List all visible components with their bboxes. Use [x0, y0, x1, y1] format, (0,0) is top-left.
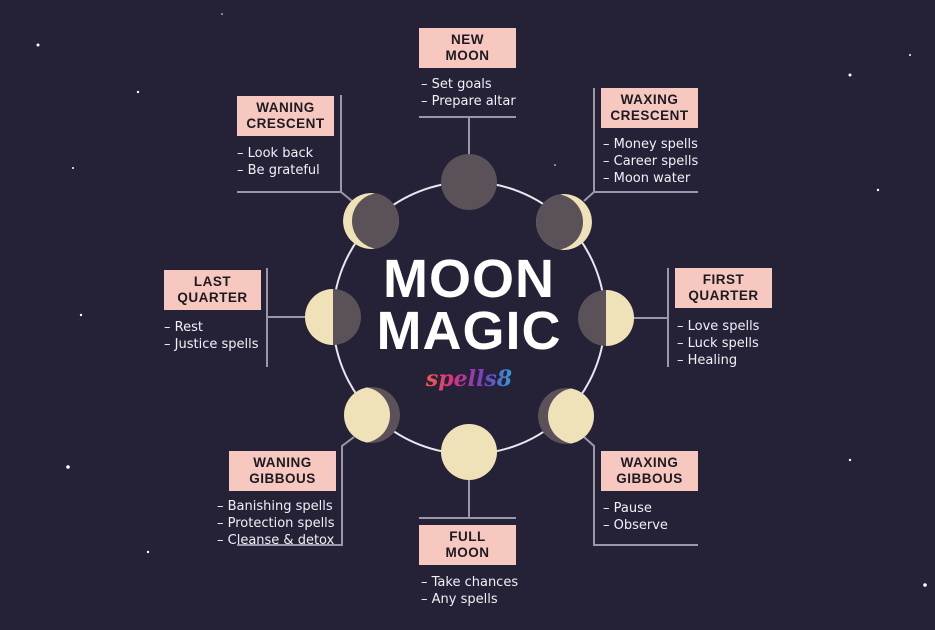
- list-item: Money spells: [603, 136, 698, 153]
- stars: [36, 13, 927, 587]
- label-line: WAXING: [620, 92, 679, 107]
- list-full-moon: Take chancesAny spells: [421, 574, 518, 608]
- moon-waning-crescent: [343, 193, 399, 249]
- list-first-quarter: Love spellsLuck spellsHealing: [677, 318, 760, 369]
- label-line: QUARTER: [688, 288, 759, 303]
- label-line: GIBBOUS: [616, 471, 683, 486]
- list-item: Protection spells: [217, 515, 335, 532]
- list-item: Pause: [603, 500, 668, 517]
- list-item: Banishing spells: [217, 498, 335, 515]
- list-item: Justice spells: [164, 336, 259, 353]
- label-line: FULL: [449, 529, 486, 544]
- moon-waning-gibbous: [344, 387, 400, 443]
- list-last-quarter: RestJustice spells: [164, 319, 259, 353]
- label-line: FIRST: [702, 272, 745, 287]
- label-line: LAST: [193, 274, 232, 289]
- moon-full: [441, 424, 497, 480]
- moon-new: [441, 154, 497, 210]
- label-line: QUARTER: [177, 290, 248, 305]
- moon-first-quarter: [578, 290, 634, 346]
- list-item: Healing: [677, 352, 759, 369]
- list-item: Prepare altar: [421, 93, 516, 110]
- list-item: Take chances: [421, 574, 518, 591]
- spells8-logo: spells8: [419, 366, 519, 392]
- label-line: WANING: [256, 100, 315, 115]
- list-waxing-gibbous: PauseObserve: [603, 500, 668, 534]
- list-item: Moon water: [603, 170, 698, 187]
- list-item: Luck spells: [677, 335, 759, 352]
- list-item: Career spells: [603, 153, 699, 170]
- list-item: Observe: [603, 517, 668, 534]
- list-item: Be grateful: [237, 162, 320, 179]
- moon-waxing-crescent: [536, 194, 592, 250]
- title-line2: MAGIC: [376, 301, 562, 361]
- list-waning-gibbous: Banishing spellsProtection spellsCleanse…: [217, 498, 335, 549]
- list-waning-crescent: Look backBe grateful: [237, 145, 320, 179]
- list-waxing-crescent: Money spellsCareer spellsMoon water: [603, 136, 699, 187]
- list-item: Look back: [237, 145, 320, 162]
- label-line: CRESCENT: [610, 108, 689, 123]
- list-item: Any spells: [421, 591, 518, 608]
- label-line: MOON: [445, 545, 490, 560]
- connector-lines: [237, 88, 698, 546]
- label-line: MOON: [445, 48, 490, 63]
- moon-waxing-gibbous: [538, 388, 594, 444]
- list-item: Rest: [164, 319, 259, 336]
- list-item: Cleanse & detox: [217, 532, 335, 549]
- list-item: Love spells: [677, 318, 760, 335]
- label-line: WAXING: [620, 455, 679, 470]
- label-line: CRESCENT: [246, 116, 325, 131]
- title-line1: MOON: [383, 249, 555, 309]
- label-line: WANING: [253, 455, 312, 470]
- list-new-moon: Set goalsPrepare altar: [421, 76, 516, 110]
- moon-last-quarter: [305, 289, 361, 345]
- list-item: Set goals: [421, 76, 516, 93]
- label-line: NEW: [451, 32, 484, 47]
- label-line: GIBBOUS: [249, 471, 316, 486]
